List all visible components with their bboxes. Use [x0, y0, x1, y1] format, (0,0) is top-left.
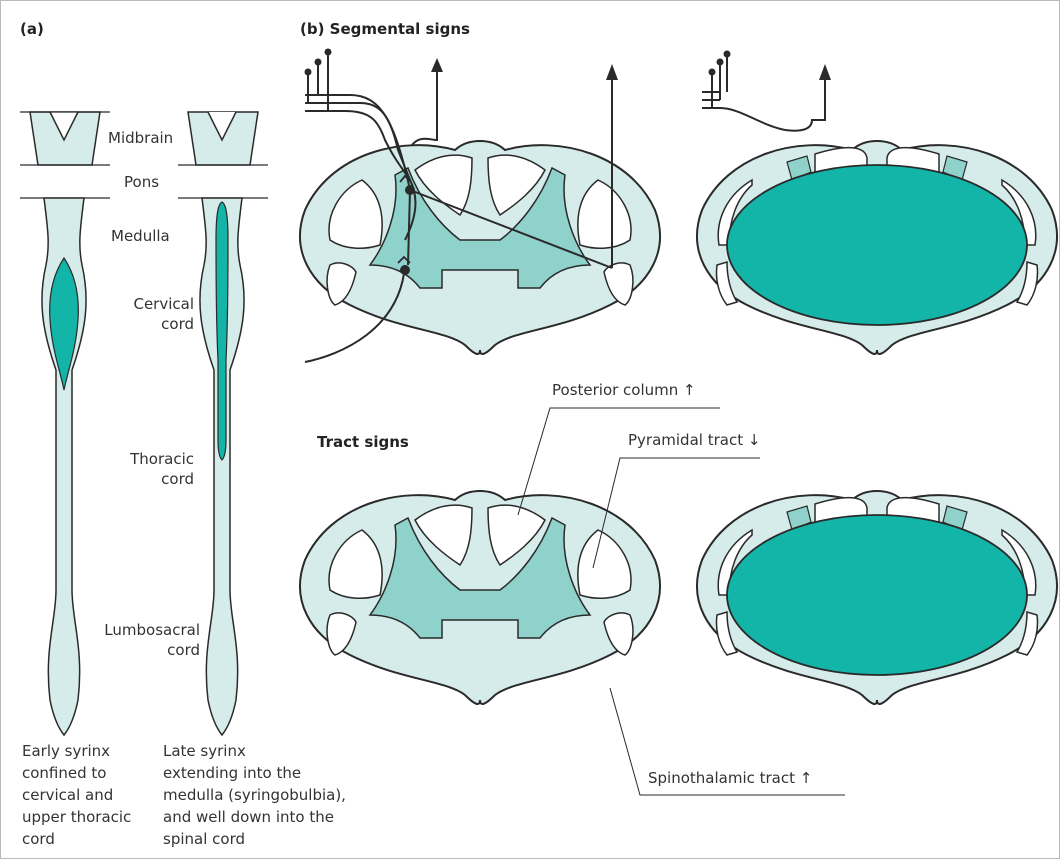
- cord-section-segmental-syrinx: [697, 141, 1057, 354]
- caption-early-syrinx: Early syrinx confined to cervical and up…: [22, 740, 131, 850]
- level-medulla: Medulla: [111, 226, 170, 246]
- label-posterior-column: Posterior column ↑: [552, 381, 696, 399]
- label-spinothalamic-tract: Spinothalamic tract ↑: [648, 769, 812, 787]
- level-thoracic: Thoracic cord: [104, 449, 194, 489]
- panel-b-label: (b) Segmental signs: [300, 20, 470, 38]
- segmental-pathways-syrinx: [702, 57, 825, 131]
- level-lumbosacral: Lumbosacral cord: [90, 620, 200, 660]
- label-pyramidal-tract: Pyramidal tract ↓: [628, 431, 760, 449]
- caption-late-syrinx: Late syrinx extending into the medulla (…: [163, 740, 346, 850]
- cord-section-tract-syrinx: [697, 491, 1057, 704]
- level-cervical: Cervical cord: [108, 294, 194, 334]
- cord-section-segmental-normal: [300, 141, 660, 354]
- cord-section-tract-normal: [300, 491, 660, 704]
- level-pons: Pons: [124, 172, 159, 192]
- tract-signs-heading: Tract signs: [317, 433, 409, 451]
- level-midbrain: Midbrain: [108, 128, 173, 148]
- panel-a-label: (a): [20, 20, 44, 38]
